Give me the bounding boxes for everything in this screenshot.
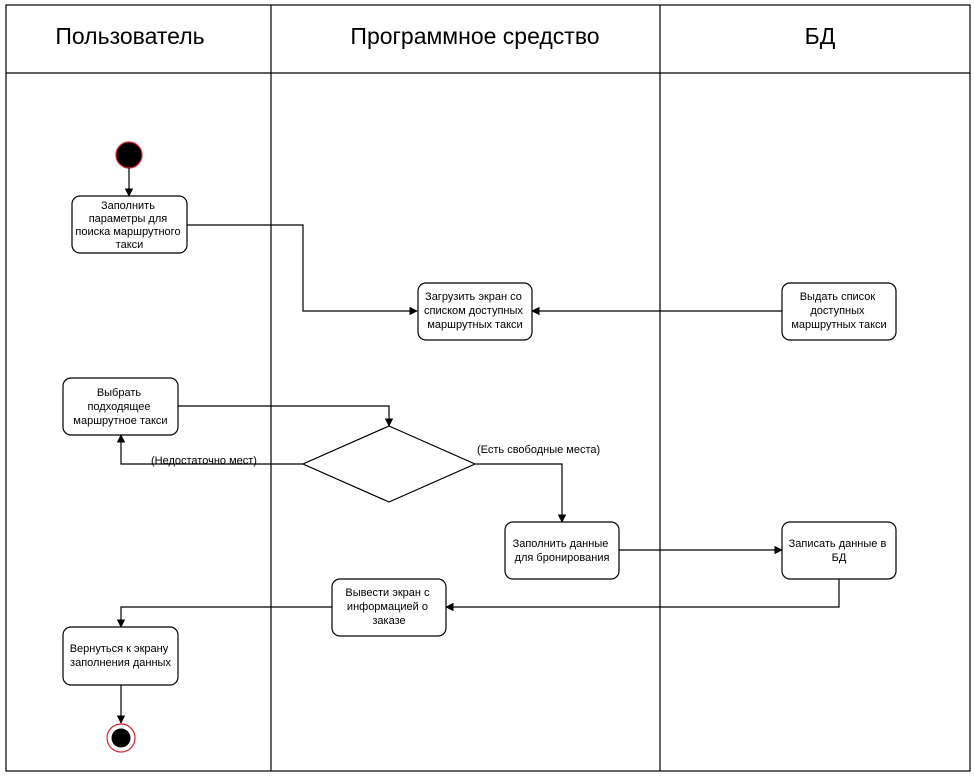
node-text-line: для бронирования: [515, 552, 610, 564]
node-choose-taxi: Выбрать подходящее маршрутное такси: [62, 377, 179, 436]
node-write-db: Записать данные в БД: [781, 521, 897, 580]
node-load-screen: Загрузить экран со списком доступных мар…: [417, 282, 533, 341]
svg-text:Загрузить экран со списк: Загрузить экран со списком доступных мар…: [424, 291, 526, 331]
svg-text:Заполнить данные для бро: Заполнить данные для бронирования: [513, 538, 612, 564]
edge-order-to-return: [116, 606, 332, 628]
node-text-line: Вернуться к экрану: [70, 643, 169, 655]
node-text-line: маршрутных такси: [427, 319, 522, 331]
node-text-line: такси: [116, 239, 144, 251]
svg-text:Выдать список доступных: Выдать список доступных маршрутных такси: [791, 291, 886, 331]
node-text-line: поиска маршрутного: [75, 226, 180, 238]
edges: [116, 168, 840, 724]
node-text-line: Выдать список: [800, 291, 876, 303]
svg-text:Вернуться к экрану запол: Вернуться к экрану заполнения данных: [70, 643, 172, 669]
node-text-line: Вывести экран с: [345, 587, 430, 599]
node-return-screen: Вернуться к экрану заполнения данных: [62, 626, 179, 686]
node-text-line: БД: [832, 552, 847, 564]
node-text-line: Заполнить данные: [513, 538, 609, 550]
end-node: [106, 723, 136, 753]
node-text-line: списком доступных: [424, 305, 523, 317]
svg-text:Вывести экран с информац: Вывести экран с информацией о заказе: [345, 587, 432, 627]
node-text-line: заполнения данных: [70, 657, 171, 669]
svg-text:Выбрать подходящее: Выбрать подходящее маршрутное такси: [73, 387, 167, 427]
node-text-line: Заполнить: [101, 200, 155, 212]
node-fill-booking: Заполнить данные для бронирования: [504, 521, 620, 580]
edge-label-not-enough: (Недостаточно мест): [151, 455, 257, 467]
decision-node: [301, 425, 477, 503]
node-text-line: подходящее: [87, 401, 150, 413]
node-text-line: Записать данные в: [789, 538, 887, 550]
svg-text:Записать данные в БД: Записать данные в БД: [789, 538, 890, 564]
lane-title-db: БД: [805, 23, 836, 49]
edge-choose-to-decision: [178, 405, 394, 427]
node-fill-params: Заполнить параметры для поиска маршрутно…: [71, 195, 188, 254]
node-text-line: заказе: [372, 615, 405, 627]
edge-decision-to-choose: [116, 434, 303, 465]
svg-text:Заполнить параметры для: Заполнить параметры для поиска маршрутно…: [75, 200, 183, 251]
lane-title-user: Пользователь: [55, 23, 204, 49]
lane-title-software: Программное средство: [350, 23, 599, 49]
node-text-line: Загрузить экран со: [425, 291, 522, 303]
node-text-line: маршрутных такси: [791, 319, 886, 331]
node-show-order: Вывести экран с информацией о заказе: [331, 578, 447, 637]
node-text-line: Выбрать: [97, 387, 142, 399]
node-give-list: Выдать список доступных маршрутных такси: [781, 282, 897, 341]
node-text-line: информацией о: [347, 601, 428, 613]
edge-fill-to-load: [187, 224, 418, 316]
node-text-line: маршрутное такси: [73, 415, 167, 427]
node-text-line: параметры для: [89, 213, 168, 225]
edge-label-has-seats: (Есть свободные места): [477, 444, 600, 456]
edge-decision-to-booking: [475, 463, 567, 523]
node-text-line: доступных: [810, 305, 865, 317]
edge-db-to-order: [445, 579, 840, 612]
start-node: [115, 141, 143, 169]
